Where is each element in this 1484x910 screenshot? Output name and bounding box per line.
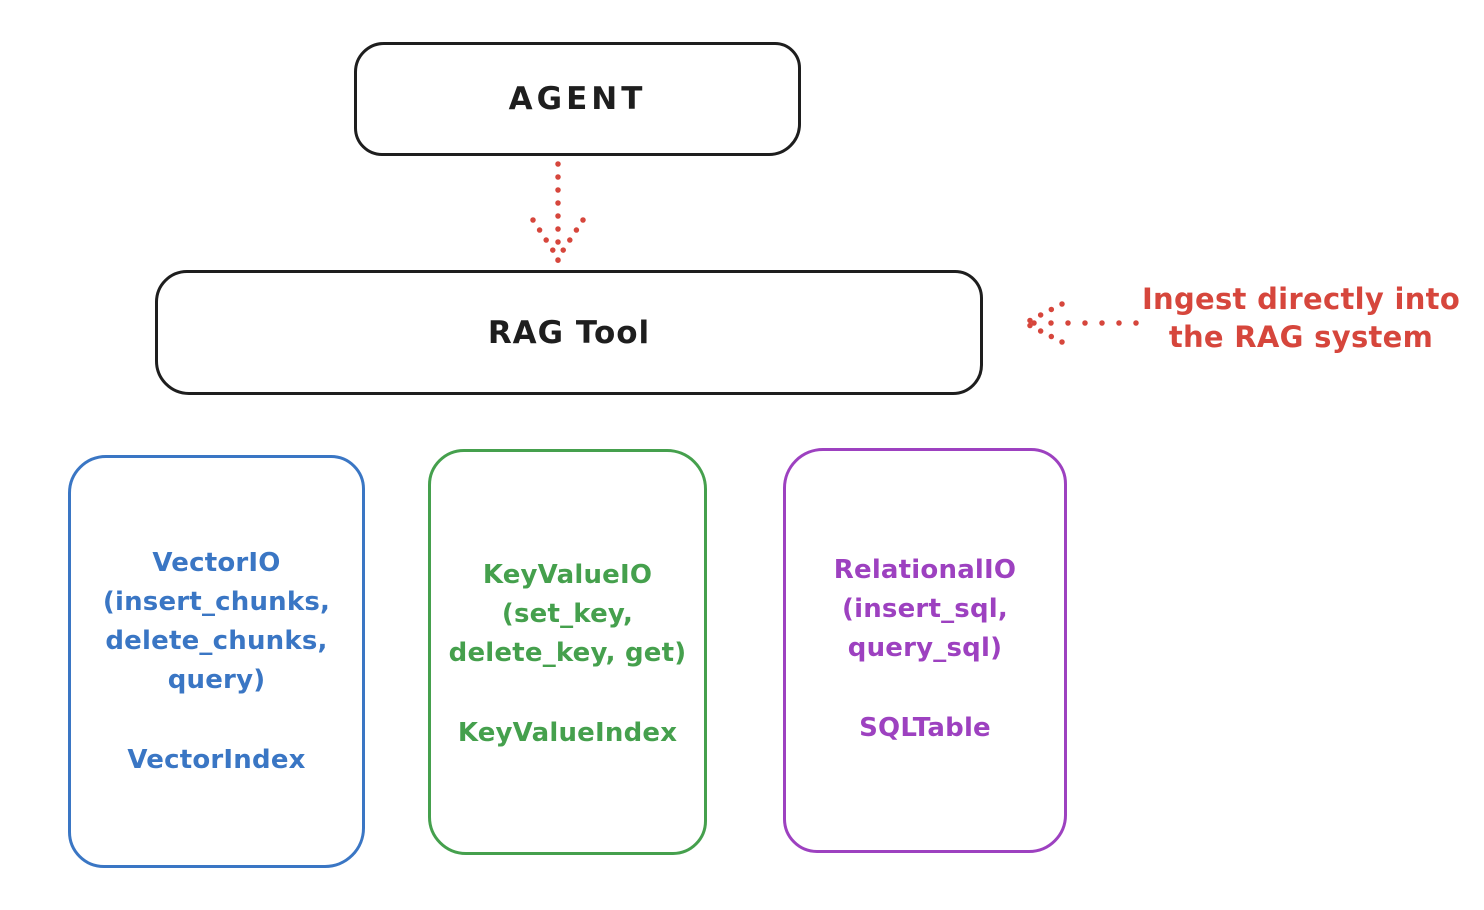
keyvalue-io-line-2: (set_key, <box>501 599 634 629</box>
keyvalue-io-line-1: KeyValueIO <box>482 560 653 590</box>
ingest-annotation-line-1: Ingest directly into <box>1141 282 1461 316</box>
relational-io-line-2: (insert_sql, <box>842 594 1008 624</box>
agent-node: AGENT <box>354 42 801 156</box>
agent-label: AGENT <box>508 81 647 117</box>
sql-table-label: SQLTable <box>859 713 991 743</box>
relational-io-line-3: query_sql) <box>847 633 1003 663</box>
ingest-annotation: Ingest directly into the RAG system <box>1125 280 1477 356</box>
keyvalue-io-node: KeyValueIO (set_key, delete_key, get) Ke… <box>428 449 707 855</box>
vector-io-line-3: delete_chunks, <box>105 626 328 656</box>
keyvalue-io-line-3: delete_key, get) <box>448 638 687 668</box>
vector-index-label: VectorIndex <box>127 745 306 775</box>
ingest-annotation-line-2: the RAG system <box>1168 320 1434 354</box>
vector-io-node: VectorIO (insert_chunks, delete_chunks, … <box>68 455 365 868</box>
keyvalue-index-label: KeyValueIndex <box>457 718 678 748</box>
vector-io-line-1: VectorIO <box>152 548 281 578</box>
rag-tool-node: RAG Tool <box>155 270 983 395</box>
relational-io-line-1: RelationalIO <box>833 555 1017 585</box>
relational-io-node: RelationalIO (insert_sql, query_sql) SQL… <box>783 448 1067 853</box>
vector-io-line-4: query) <box>167 665 266 695</box>
vector-io-line-2: (insert_chunks, <box>102 587 331 617</box>
agent-to-rag-dotted-arrow-icon <box>530 161 586 263</box>
ingest-dotted-left-arrow-icon <box>1022 301 1139 345</box>
rag-tool-label: RAG Tool <box>487 314 651 351</box>
